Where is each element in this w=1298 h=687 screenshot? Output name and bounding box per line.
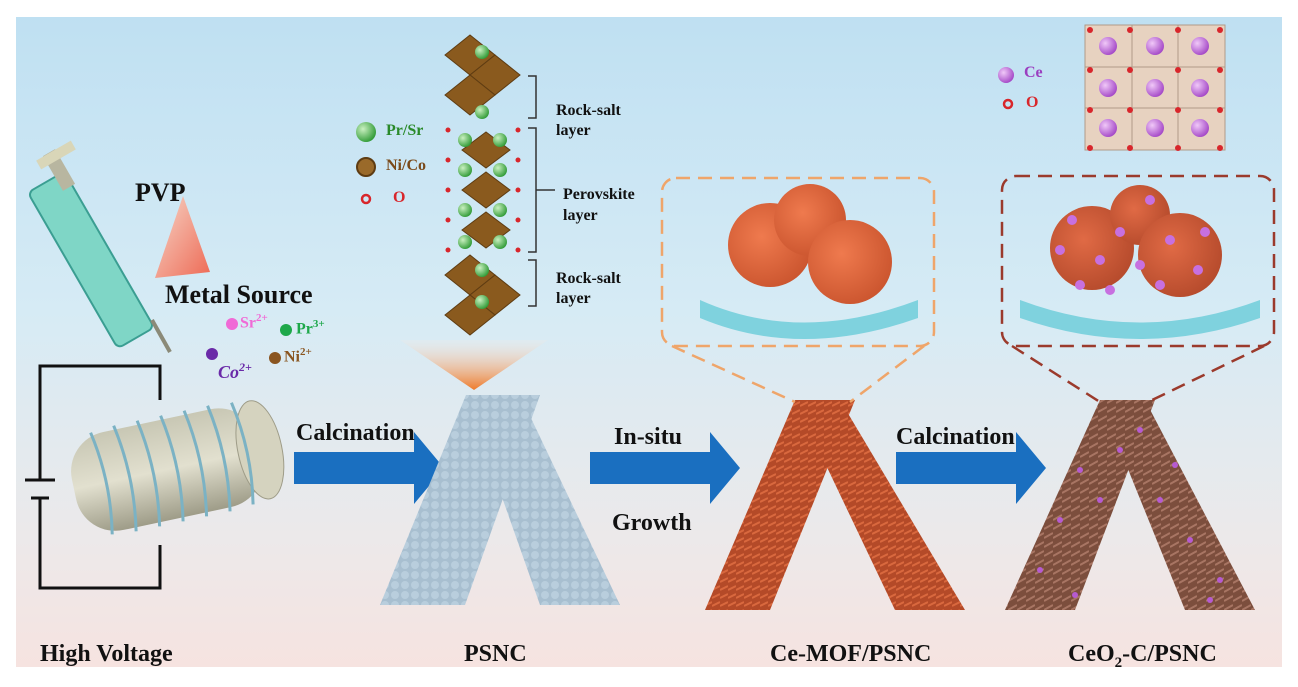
layered-perovskite-structure: [444, 34, 521, 336]
layer-top-label: layer: [556, 122, 591, 139]
co-ion-dot: [206, 348, 218, 360]
layer-brackets: [528, 75, 555, 307]
pvp-label: PVP: [135, 178, 186, 207]
legend-ce-label: Ce: [1024, 64, 1043, 81]
legend-prsr-label: Pr/Sr: [386, 122, 424, 139]
rock-salt-top-label: Rock-salt: [556, 102, 621, 119]
circuit-wire: [25, 364, 162, 590]
calcination-arrow-1: [294, 432, 444, 504]
in-situ-label: In-situ: [614, 424, 683, 450]
legend-nico-atom-icon: [356, 157, 376, 177]
pr-ion-label: Pr3+: [296, 318, 325, 338]
syringe-icon: [29, 140, 172, 353]
layer-bottom-label: layer: [556, 290, 591, 307]
ceo2-c-psnc-label: CeO2-C/PSNC: [1068, 641, 1217, 671]
ni-ion-label: Ni2+: [284, 346, 312, 366]
co-ion-label: Co2+: [218, 360, 252, 382]
perovskite-label: Perovskite: [563, 186, 635, 203]
psnc-label: PSNC: [464, 641, 527, 667]
ceo2-crystal-structure: [1084, 24, 1226, 151]
metal-source-label: Metal Source: [165, 280, 313, 309]
legend-nico-label: Ni/Co: [386, 157, 426, 174]
ceo2-zoom-box: [1000, 174, 1276, 404]
legend-ce-o-label: O: [1026, 94, 1039, 111]
layer-mid-label: layer: [563, 207, 598, 224]
legend-ce-o-atom-icon: [1002, 98, 1014, 110]
pr-ion-dot: [280, 324, 292, 336]
ce-mof-psnc-fiber: [705, 400, 965, 610]
electrospinning-coil-icon: [71, 400, 285, 535]
zoom-funnel: [400, 340, 548, 390]
ceo2-c-psnc-fiber: [1005, 400, 1255, 610]
calcination-2-label: Calcination: [896, 424, 1015, 450]
legend-prsr-atom-icon: [356, 122, 376, 142]
in-situ-growth-arrow: [590, 432, 740, 504]
spray-cone-icon: [155, 196, 210, 278]
high-voltage-label: High Voltage: [40, 641, 173, 667]
ni-ion-dot: [269, 352, 281, 364]
rock-salt-bottom-label: Rock-salt: [556, 270, 621, 287]
legend-o-atom-icon: [360, 193, 372, 205]
calcination-arrow-2: [896, 432, 1046, 504]
sr-ion-label: Sr2+: [240, 312, 268, 332]
legend-o-label: O: [393, 189, 406, 206]
calcination-1-label: Calcination: [296, 420, 415, 446]
sr-ion-dot: [226, 318, 238, 330]
growth-label: Growth: [612, 510, 692, 536]
ce-mof-psnc-label: Ce-MOF/PSNC: [770, 641, 932, 667]
legend-ce-atom-icon: [998, 67, 1014, 83]
psnc-fiber: [380, 395, 620, 605]
ce-mof-zoom-box: [660, 176, 936, 404]
